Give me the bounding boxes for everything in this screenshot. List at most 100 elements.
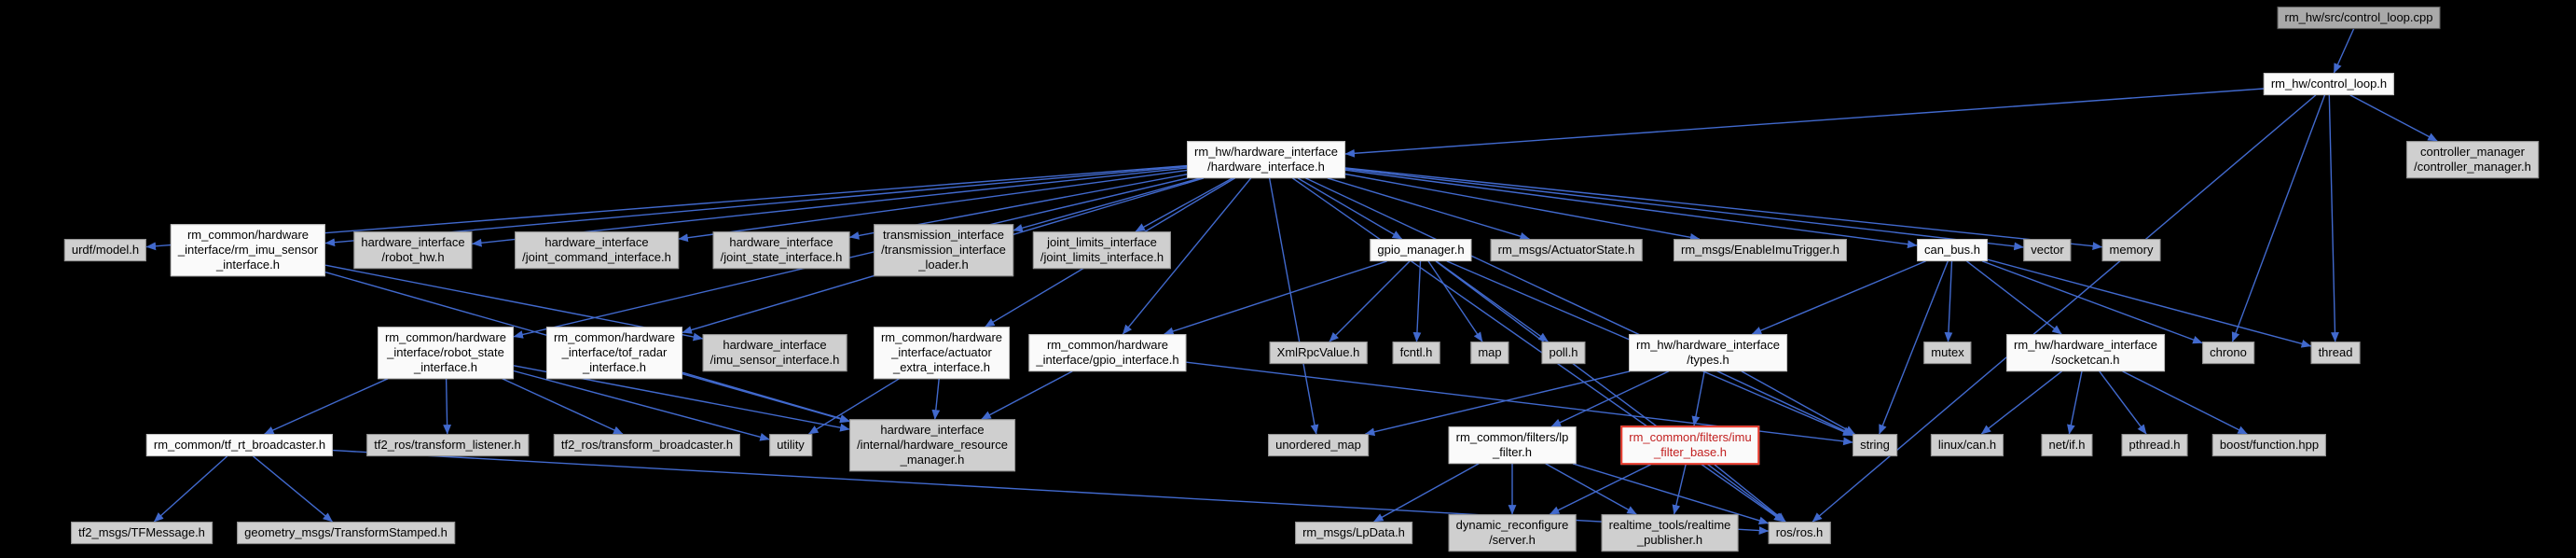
edge-robot_state_interface_h-to-tf_rt_broadcaster_h (264, 378, 389, 435)
edge-robot_state_interface_h-to-transform_listener_h (443, 378, 452, 435)
node-robot_state_interface_h[interactable]: rm_common/hardware _interface/robot_stat… (377, 327, 515, 379)
node-chrono: chrono (2202, 342, 2254, 364)
edge-can_bus_h-to-chrono (1981, 260, 2203, 344)
node-lp_data_h: rm_msgs/LpData.h (1295, 522, 1412, 544)
node-transform_listener_h: tf2_ros/transform_listener.h (366, 434, 529, 456)
node-control_loop_h[interactable]: rm_hw/control_loop.h (2263, 73, 2395, 95)
edge-types_h-to-imu_filter_base_h (1691, 370, 1705, 426)
node-poll_h: poll.h (1541, 342, 1586, 364)
node-joint_limits_interface_h: joint_limits_interface /joint_limits_int… (1032, 231, 1172, 269)
node-actuator_state_h: rm_msgs/ActuatorState.h (1490, 239, 1643, 261)
edge-control_loop_h-to-thread (2328, 94, 2339, 342)
node-lp_filter_h[interactable]: rm_common/filters/lp _filter.h (1448, 426, 1577, 464)
edge-tof_radar_interface_h-to-resource_manager_h (682, 371, 850, 423)
edge-socketcan_h-to-pthread_h (2099, 370, 2147, 435)
edge-hardware_interface_h-to-memory (1344, 167, 2103, 251)
node-gpio_manager_h[interactable]: gpio_manager.h (1370, 239, 1472, 261)
edge-hardware_interface_h-to-robot_hw_h (472, 167, 1188, 247)
node-fcntl_h: fcntl.h (1392, 342, 1440, 364)
edge-imu_filter_base_h-to-dynamic_reconfigure_server_h (1549, 464, 1651, 515)
edge-hardware_interface_h-to-string (1305, 177, 1853, 436)
node-tof_radar_interface_h[interactable]: rm_common/hardware _interface/tof_radar … (545, 327, 683, 379)
node-pthread_h: pthread.h (2121, 434, 2188, 456)
edge-actuator_extra_interface_h-to-utility (808, 378, 900, 435)
node-can_bus_h[interactable]: can_bus.h (1917, 239, 1988, 261)
node-unordered_map: unordered_map (1268, 434, 1369, 456)
node-enable_imu_trigger_h: rm_msgs/EnableImuTrigger.h (1673, 239, 1848, 261)
node-rm_imu_sensor_interface_h[interactable]: rm_common/hardware _interface/rm_imu_sen… (170, 224, 326, 276)
edge-gpio_manager_h-to-fcntl_h (1412, 260, 1422, 342)
node-tf_rt_broadcaster_h[interactable]: rm_common/tf_rt_broadcaster.h (145, 434, 334, 456)
node-resource_manager_h: hardware_interface /internal/hardware_re… (849, 419, 1015, 471)
edge-can_bus_h-to-thread (1987, 258, 2312, 348)
edge-can_bus_h-to-types_h (1751, 260, 1926, 335)
node-net_if_h: net/if.h (2041, 434, 2093, 456)
edge-control_loop_h-to-hardware_interface_h (1344, 88, 2264, 158)
node-vector: vector (2023, 239, 2072, 261)
edge-types_h-to-unordered_map (1364, 370, 1631, 437)
node-dynamic_reconfigure_server_h: dynamic_reconfigure /server.h (1448, 514, 1577, 551)
node-transform_stamped_h: geometry_msgs/TransformStamped.h (237, 522, 455, 544)
edge-hardware_interface_h-to-vector (1344, 168, 2024, 251)
edge-lp_filter_h-to-lp_data_h (1373, 463, 1480, 523)
edge-hardware_interface_h-to-actuator_state_h (1327, 177, 1530, 241)
edge-socketcan_h-to-boost_function_hpp (2122, 370, 2248, 435)
edge-hardware_interface_h-to-enable_imu_trigger_h (1344, 173, 1701, 242)
edge-gpio_manager_h-to-poll_h (1436, 260, 1549, 342)
edge-gpio_manager_h-to-map (1427, 260, 1483, 342)
node-realtime_publisher_h: realtime_tools/realtime _publisher.h (1601, 514, 1739, 551)
node-map: map (1470, 342, 1509, 364)
edge-control_loop_h-to-controller_manager_h (2349, 94, 2438, 142)
node-transform_broadcaster_h: tf2_ros/transform_broadcaster.h (553, 434, 741, 456)
node-linux_can_h: linux/can.h (1930, 434, 2004, 456)
node-transmission_loader_h: transmission_interface /transmission_int… (874, 224, 1013, 276)
node-tf_message_h: tf2_msgs/TFMessage.h (71, 522, 213, 544)
node-socketcan_h[interactable]: rm_hw/hardware_interface /socketcan.h (2006, 334, 2165, 371)
edge-hardware_interface_h-to-can_bus_h (1344, 169, 1918, 249)
edge-rm_imu_sensor_interface_h-to-imu_sensor_interface_h (324, 264, 704, 342)
edge-lp_filter_h-to-realtime_publisher_h (1545, 463, 1637, 515)
node-joint_command_interface_h: hardware_interface /joint_command_interf… (515, 231, 679, 269)
edge-control_loop_cpp-to-control_loop_h (2333, 28, 2355, 74)
edge-robot_state_interface_h-to-transform_broadcaster_h (502, 378, 624, 435)
node-imu_sensor_interface_h: hardware_interface /imu_sensor_interface… (702, 334, 847, 371)
edge-hardware_interface_h-to-joint_limits_interface_h (1135, 177, 1233, 232)
edge-robot_state_interface_h-to-utility (513, 370, 770, 441)
node-xmlrpcvalue_h: XmlRpcValue.h (1269, 342, 1368, 364)
node-actuator_extra_interface_h[interactable]: rm_common/hardware _interface/actuator _… (873, 327, 1011, 379)
node-boost_function_hpp: boost/function.hpp (2211, 434, 2327, 456)
node-imu_filter_base_h[interactable]: rm_common/filters/imu _filter_base.h (1620, 425, 1760, 465)
edge-gpio_interface_h-to-resource_manager_h (981, 370, 1073, 420)
edge-can_bus_h-to-string (1879, 260, 1949, 435)
node-ros_ros_h: ros/ros.h (1768, 522, 1831, 544)
node-types_h[interactable]: rm_hw/hardware_interface /types.h (1629, 334, 1787, 371)
edge-lp_filter_h-to-ros_ros_h (1572, 463, 1770, 525)
edge-hardware_interface_h-to-joint_command_interface_h (678, 169, 1188, 243)
node-string: string (1853, 434, 1897, 456)
node-joint_state_interface_h: hardware_interface /joint_state_interfac… (712, 231, 850, 269)
node-utility: utility (769, 434, 812, 456)
edge-imu_filter_base_h-to-realtime_publisher_h (1672, 464, 1687, 515)
node-gpio_interface_h[interactable]: rm_common/hardware _interface/gpio_inter… (1028, 334, 1187, 371)
edge-hardware_interface_h-to-gpio_interface_h (1122, 177, 1252, 335)
edge-hardware_interface_h-to-transmission_loader_h (1012, 177, 1201, 232)
edge-hardware_interface_h-to-robot_state_interface_h (513, 177, 1188, 339)
edge-imu_filter_base_h-to-ros_ros_h (1714, 464, 1786, 523)
edge-hardware_interface_h-to-rm_imu_sensor_interface_h (324, 165, 1188, 247)
node-memory: memory (2101, 239, 2161, 261)
edge-gpio_manager_h-to-gpio_interface_h (1164, 260, 1387, 336)
edge-hardware_interface_h-to-unordered_map (1268, 177, 1319, 435)
edge-control_loop_h-to-ros_ros_h (1811, 94, 2317, 523)
edge-types_h-to-lp_filter_h (1550, 370, 1670, 427)
node-hardware_interface_h[interactable]: rm_hw/hardware_interface /hardware_inter… (1187, 141, 1345, 178)
edge-tf_rt_broadcaster_h-to-transform_stamped_h (253, 455, 333, 523)
edge-hardware_interface_h-to-gpio_manager_h (1297, 177, 1403, 240)
node-controller_manager_h: controller_manager /controller_manager.h (2406, 141, 2539, 178)
edge-can_bus_h-to-mutex (1944, 260, 1953, 342)
node-mutex: mutex (1923, 342, 1972, 364)
node-control_loop_cpp: rm_hw/src/control_loop.cpp (2277, 7, 2441, 29)
edge-types_h-to-string (1741, 370, 1855, 435)
edge-gpio_manager_h-to-xmlrpcvalue_h (1329, 260, 1411, 342)
